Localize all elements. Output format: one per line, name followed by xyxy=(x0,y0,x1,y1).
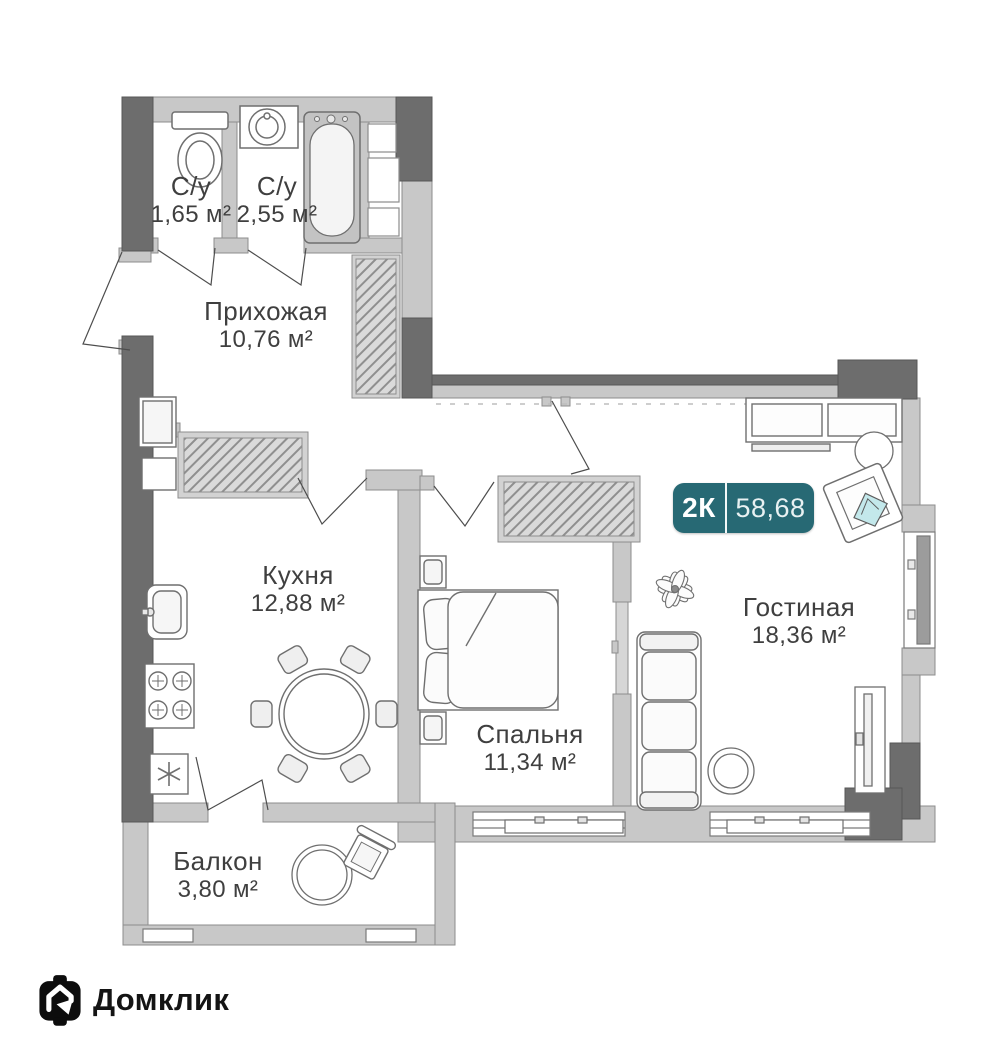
kitchen-sink xyxy=(141,584,188,640)
armchair-with-pillow xyxy=(822,462,904,544)
house-icon xyxy=(39,975,81,1026)
apartment-type-badge: 2К 58,68 xyxy=(673,483,814,533)
balcony-chair xyxy=(343,824,397,880)
badge-divider xyxy=(725,483,727,533)
bedroom-wardrobe xyxy=(497,475,641,543)
room-label-living-room: Гостиная 18,36 м² xyxy=(742,592,856,650)
logo-text: Домклик xyxy=(93,982,230,1017)
sink-fixture xyxy=(239,105,299,149)
toilet-door-swing xyxy=(157,247,216,287)
bathtub-fixture xyxy=(303,111,361,244)
room-label-balcony: Балкон 3,80 м² xyxy=(173,846,263,904)
window-console xyxy=(854,686,886,794)
plant xyxy=(655,569,695,609)
kitchen-counter xyxy=(138,396,177,491)
sofa xyxy=(636,631,702,811)
bedroom-sliding-door xyxy=(611,601,629,695)
badge-rooms-count: 2К xyxy=(682,492,716,523)
bedroom-door-swing xyxy=(433,481,495,528)
toilet-fixture xyxy=(171,111,229,188)
dining-table-set xyxy=(250,645,398,783)
living-door-swing xyxy=(551,400,590,475)
balcony-table xyxy=(291,844,353,906)
balcony-door-swing xyxy=(195,756,269,811)
kitchen-wardrobe xyxy=(177,431,309,499)
bedroom-radiator xyxy=(504,816,624,834)
bed xyxy=(417,555,559,745)
badge-total-area: 58,68 xyxy=(735,492,806,523)
room-label-bedroom: Спальня 11,34 м² xyxy=(476,719,584,777)
entrance-door-swing xyxy=(82,251,131,351)
hallway-wardrobe xyxy=(351,254,401,399)
kitchen-vent-icon xyxy=(149,753,189,795)
domclick-logo: Домклик xyxy=(36,971,229,1029)
kitchen-door-swing xyxy=(297,477,368,526)
utility-shaft xyxy=(367,123,400,237)
room-label-hallway: Прихожая 10,76 м² xyxy=(204,296,328,354)
room-label-bathroom: С/у 2,55 м² xyxy=(236,171,318,229)
door-swings xyxy=(82,247,590,811)
coffee-table xyxy=(707,747,755,795)
bathroom-door-swing xyxy=(247,247,307,287)
room-label-toilet: С/у 1,65 м² xyxy=(150,171,232,229)
room-label-kitchen: Кухня 12,88 м² xyxy=(250,560,346,618)
living-radiator xyxy=(726,816,844,834)
stove xyxy=(144,663,195,729)
